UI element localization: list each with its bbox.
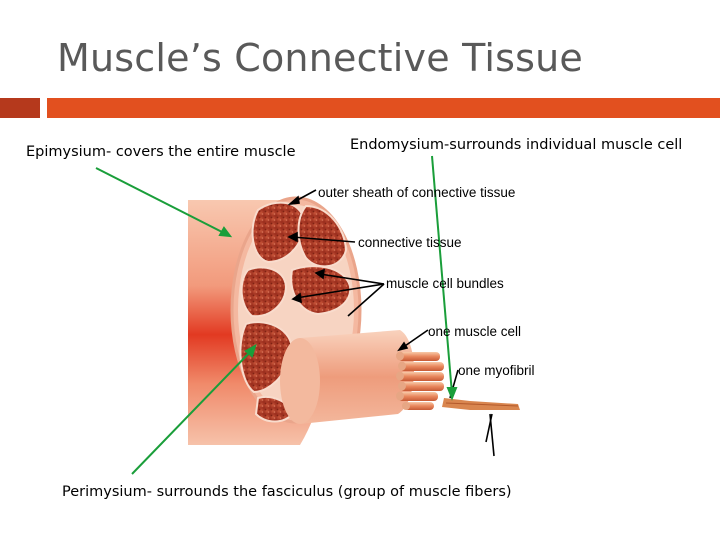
label-outer-sheath: outer sheath of connective tissue (318, 185, 515, 200)
label-one-myofibril: one myofibril (458, 363, 535, 378)
label-connective-tissue: connective tissue (358, 235, 462, 250)
slide-title: Muscle’s Connective Tissue (57, 36, 583, 80)
title-accent-bar-right (47, 98, 720, 118)
caption-epimysium: Epimysium- covers the entire muscle (26, 144, 296, 160)
label-one-muscle-cell: one muscle cell (428, 324, 521, 339)
green-pointers (95, 155, 458, 475)
fascicle-bundles (239, 201, 352, 423)
muscle-fibers (396, 351, 444, 410)
label-pointers (287, 189, 495, 457)
myofibril (442, 398, 520, 410)
perimysium-sleeve (280, 330, 414, 424)
caption-perimysium: Perimysium- surrounds the fasciculus (gr… (62, 484, 512, 500)
caption-endomysium: Endomysium-surrounds individual muscle c… (350, 137, 683, 153)
title-accent-bar-left (0, 98, 40, 118)
label-muscle-cell-bundles: muscle cell bundles (386, 276, 504, 291)
